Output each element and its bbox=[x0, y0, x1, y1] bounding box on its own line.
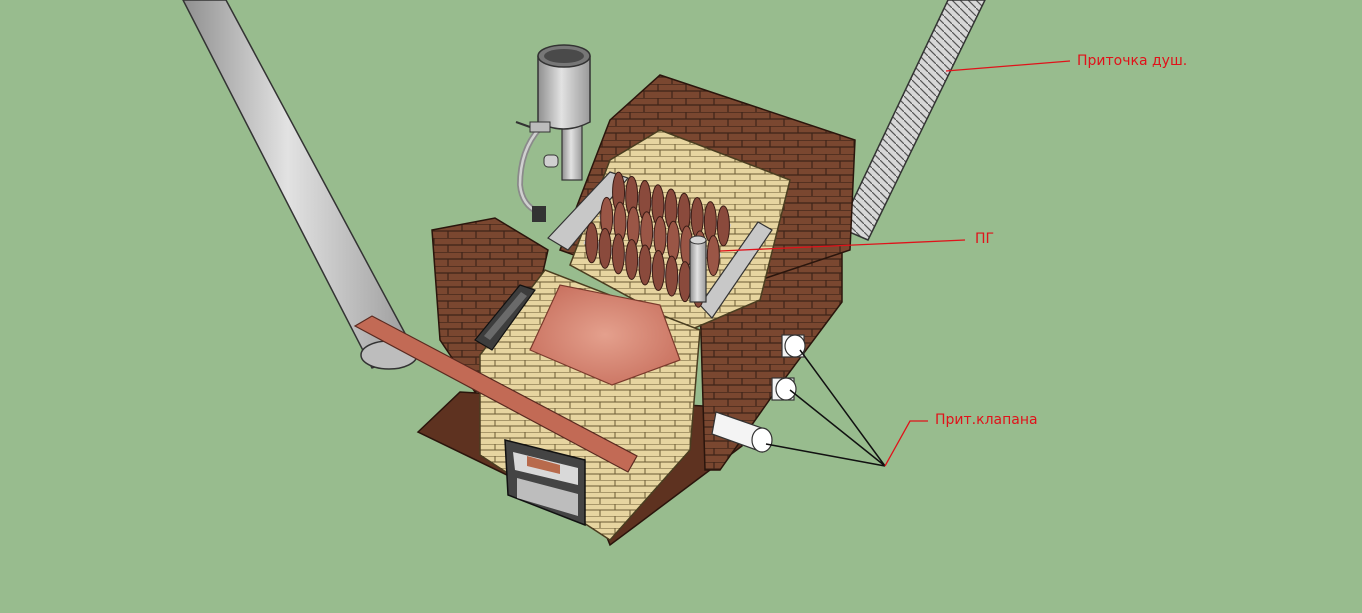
heat-exchanger-coils bbox=[583, 171, 732, 308]
firebox-door bbox=[474, 284, 536, 351]
metal-post bbox=[689, 235, 707, 303]
coil-fin bbox=[653, 216, 667, 257]
water-tank-icon bbox=[537, 44, 591, 181]
annotation-leaders bbox=[719, 60, 1071, 467]
shower-supply-duct bbox=[838, 0, 986, 241]
valve-icon bbox=[515, 121, 559, 222]
valve-pipe-lower bbox=[711, 411, 773, 453]
supply-valve-pipes bbox=[711, 334, 806, 453]
valve-pipe-upper bbox=[781, 334, 806, 358]
chimney-pipe-icon bbox=[182, 0, 418, 370]
coil-fin bbox=[625, 238, 639, 280]
cleanout-door bbox=[504, 439, 586, 527]
valve-pipe-middle bbox=[771, 377, 797, 401]
diagonal-beam bbox=[353, 315, 638, 473]
valve-leader-lines bbox=[765, 349, 886, 467]
coil-fin bbox=[611, 233, 625, 275]
annotation-supply-shower: Приточка душ. bbox=[1077, 53, 1188, 69]
coil-fin bbox=[706, 235, 720, 277]
coil-fin bbox=[651, 250, 665, 292]
firebox-hearth bbox=[529, 284, 681, 386]
coil-fin bbox=[585, 222, 599, 264]
annotation-pg: ПГ bbox=[975, 231, 995, 247]
annotation-supply-valves: Прит.клапана bbox=[935, 412, 1038, 428]
coil-fin bbox=[666, 220, 680, 262]
coil-fin bbox=[638, 244, 652, 286]
coil-fin bbox=[665, 255, 679, 297]
coil-fin bbox=[716, 205, 730, 247]
coil-fin bbox=[598, 227, 612, 269]
metal-rail-left bbox=[547, 171, 630, 251]
coil-fin bbox=[678, 261, 692, 303]
